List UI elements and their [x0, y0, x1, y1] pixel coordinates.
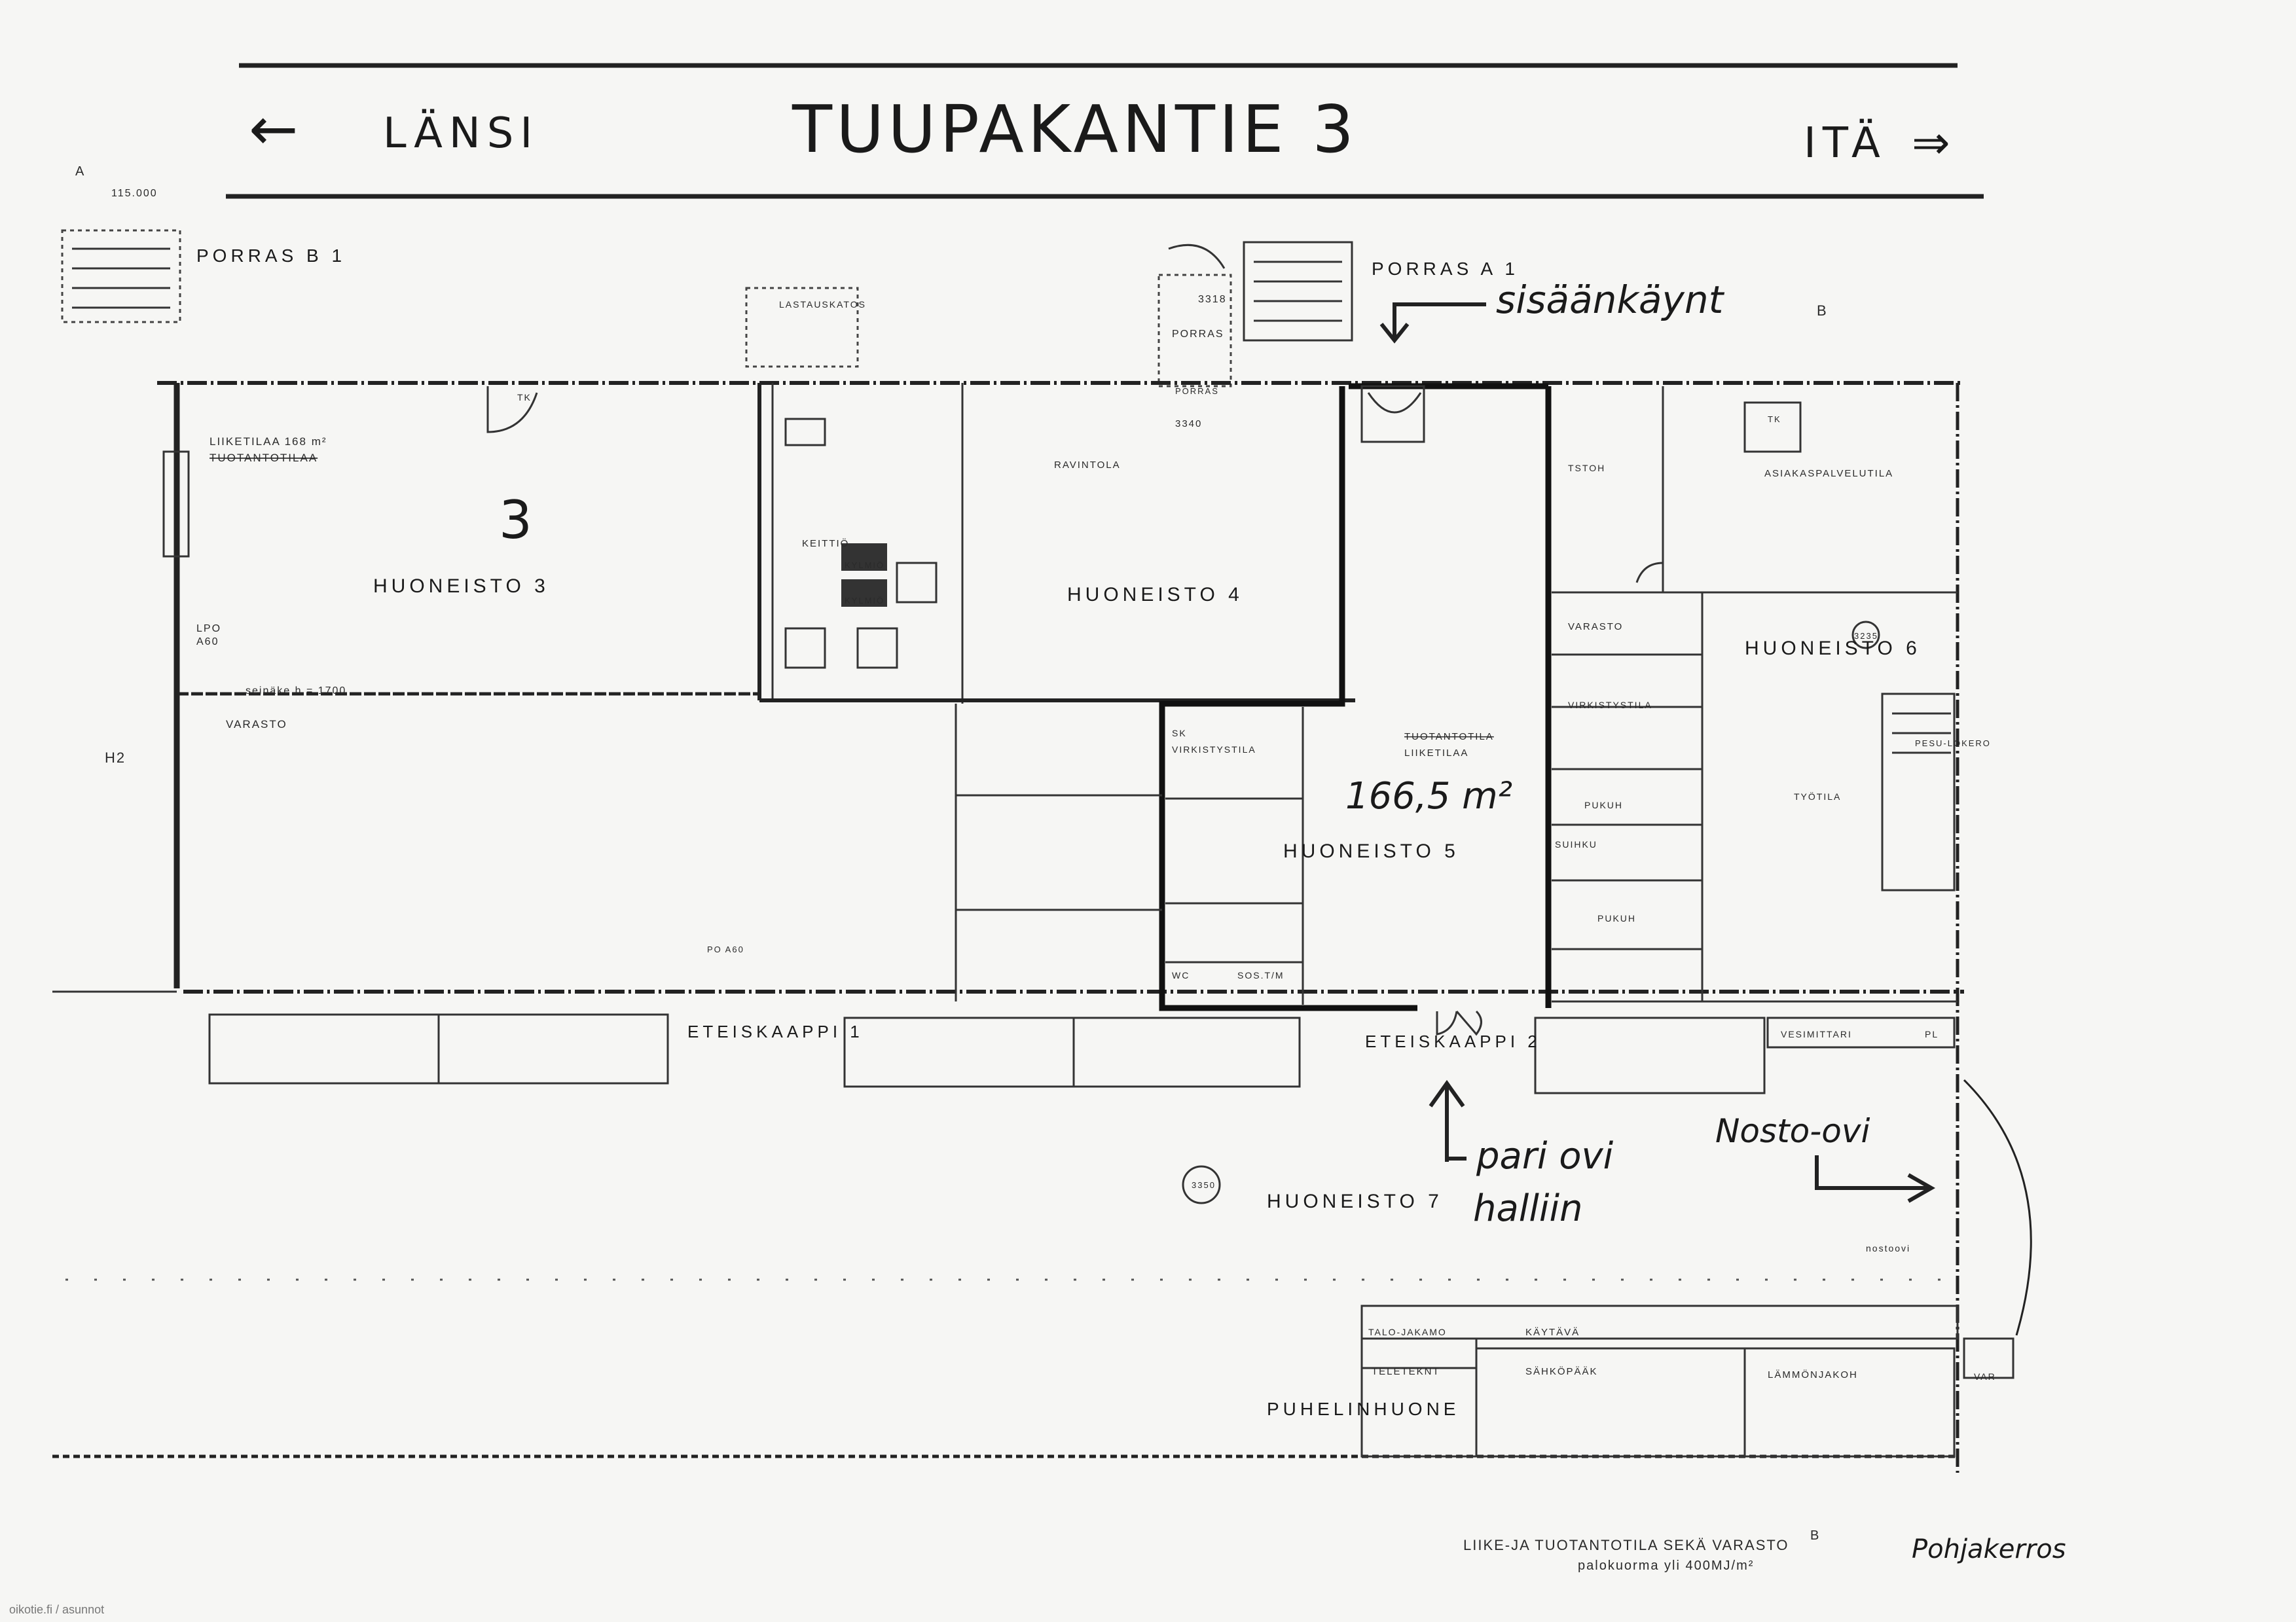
unit6-customer: ASIAKASPALVELUTILA — [1764, 468, 1893, 479]
unit-7 — [1182, 1079, 2032, 1336]
unit7-num: 3350 — [1192, 1180, 1216, 1190]
building-outline — [52, 381, 1964, 1473]
stair-a1 — [1157, 241, 1353, 387]
source-credit: oikotie.fi / asunnot — [9, 1603, 105, 1616]
unit4-porch: PORRAS — [1175, 386, 1219, 396]
electric-label: SÄHKÖPÄÄK — [1525, 1365, 1598, 1377]
unit4-cold1: KYLMIÖ — [845, 560, 884, 570]
ref-code: 115.000 — [111, 188, 158, 199]
unit6-office: TSTOH — [1568, 463, 1605, 473]
header-rules — [226, 63, 1984, 199]
unit3-lpo: LPO — [196, 623, 221, 634]
entrance-note: sisäänkäynt — [1496, 278, 1725, 322]
unit6-rec: VIRKISTYSTILA — [1568, 700, 1652, 710]
double-door-note-1: pari ovi — [1476, 1135, 1614, 1178]
east-label: ITÄ — [1804, 118, 1887, 168]
entrance-arrow — [1393, 302, 1486, 337]
signature: Pohjakerros — [1912, 1534, 2066, 1564]
stair-a1-label: PORRAS A 1 — [1372, 259, 1519, 279]
unit5-room: LIIKETILAA — [1404, 748, 1468, 759]
unit6-work: TYÖTILA — [1794, 791, 1841, 802]
po-a60-mark: PO A60 — [707, 945, 744, 954]
pl-mark: PL — [1925, 1029, 1939, 1039]
water-meter: VESIMITTARI — [1781, 1029, 1852, 1039]
tk-mark-3: TK — [517, 392, 532, 403]
unit5-area-hand: 166,5 m² — [1345, 775, 1512, 818]
unit5-name: HUONEISTO 5 — [1283, 840, 1459, 862]
unit6-num: 3235 — [1854, 631, 1878, 641]
stair-a1-small: PORRAS — [1172, 329, 1224, 340]
unit-6 — [1552, 386, 1958, 1003]
footer-ref-b: B — [1810, 1528, 1820, 1543]
unit3-storage: VARASTO — [226, 718, 287, 730]
h2-mark: H2 — [105, 749, 126, 766]
stair-a1-num: 3318 — [1198, 294, 1227, 305]
ref-b-top: B — [1817, 302, 1828, 319]
loading-canopy: LASTAUSKATOS — [779, 299, 866, 310]
lift-door-arrow — [1815, 1155, 1936, 1203]
corridor-label: KÄYTÄVÄ — [1525, 1327, 1580, 1338]
wc-mark-5: WC — [1172, 970, 1190, 981]
unit5-struck: TUOTANTOTILA — [1404, 731, 1494, 742]
unit6-dressing: PUKUH — [1584, 800, 1623, 810]
unit4-room: RAVINTOLA — [1054, 460, 1121, 471]
unit6-shower: SUIHKU — [1555, 839, 1597, 850]
unit4-num: 3340 — [1175, 418, 1202, 429]
ref-a: A — [75, 164, 85, 179]
unit-5 — [955, 383, 1552, 1011]
east-arrow: ⇒ — [1912, 116, 1950, 170]
plan-title: TUUPAKANTIE 3 — [792, 91, 1358, 168]
double-door-note-2: halliin — [1473, 1187, 1583, 1230]
unit3-area: LIIKETILAA 168 m² — [210, 435, 327, 448]
unit4-cold2: KYLMIÖ — [845, 596, 884, 605]
telecom-label: TELETEKNT — [1372, 1366, 1440, 1377]
unit3-partition: seinäke h = 1700 — [246, 685, 346, 696]
unit6-lockers: PESU-LOKERO — [1915, 738, 1991, 748]
footer-line1: LIIKE-JA TUOTANTOTILA SEKÄ VARASTO — [1463, 1537, 1789, 1553]
closet-row — [208, 1010, 1956, 1094]
unit6-dressing2: PUKUH — [1597, 913, 1636, 924]
tk-mark-6: TK — [1768, 414, 1781, 424]
heating-label: LÄMMÖNJAKOH — [1768, 1369, 1858, 1380]
footer-line2: palokuorma yli 400MJ/m² — [1578, 1559, 1754, 1573]
unit4-name: HUONEISTO 4 — [1067, 584, 1243, 605]
storage-small: VAR — [1974, 1371, 1996, 1382]
unit7-lift: nostoovi — [1866, 1243, 1910, 1253]
double-door-arrow — [1429, 1079, 1467, 1162]
unit7-name: HUONEISTO 7 — [1267, 1191, 1443, 1212]
west-arrow: ← — [249, 95, 298, 164]
phone-room-label: PUHELINHUONE — [1267, 1399, 1459, 1419]
unit5-sos: SOS.T/M — [1237, 970, 1285, 981]
sk-mark-5: SK — [1172, 728, 1187, 738]
unit3-name: HUONEISTO 3 — [373, 575, 549, 597]
closet2-label: ETEISKAAPPI 2 — [1365, 1032, 1541, 1051]
unit5-rec: VIRKISTYSTILA — [1172, 744, 1256, 755]
unit6-name: HUONEISTO 6 — [1745, 638, 1921, 659]
house-dist: TALO-JAKAMO — [1368, 1327, 1447, 1337]
west-label: LÄNSI — [383, 109, 539, 158]
closet1-label: ETEISKAAPPI 1 — [687, 1022, 864, 1041]
unit6-storage: VARASTO — [1568, 621, 1623, 632]
stair-b1 — [61, 229, 181, 323]
unit-3 — [162, 383, 761, 700]
unit4-kitchen: KEITTIÖ — [802, 537, 849, 549]
unit3-number: 3 — [499, 490, 532, 550]
unit3-a60: A60 — [196, 636, 219, 647]
unit3-struck: TUOTANTOTILAA — [210, 452, 318, 464]
stair-b1-label: PORRAS B 1 — [196, 245, 346, 266]
lift-door-note: Nosto-ovi — [1715, 1112, 1870, 1150]
technical-rooms — [1360, 1305, 2014, 1458]
